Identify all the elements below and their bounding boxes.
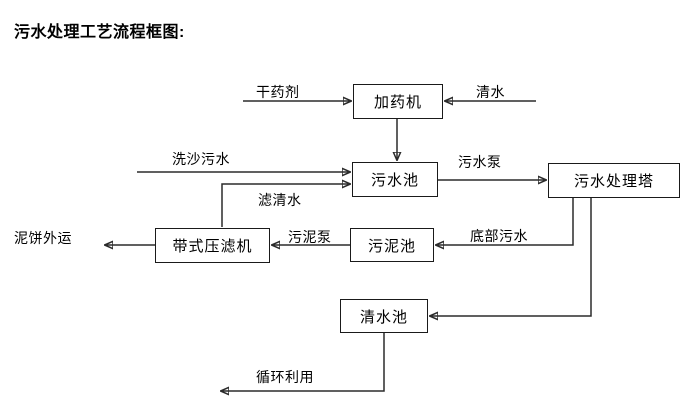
page-title: 污水处理工艺流程框图: [14,24,185,41]
wire-bottom-sewage [436,198,574,245]
edge-label-bottom-sewage: 底部污水 [470,228,528,244]
node-label: 带式压滤机 [172,238,253,255]
edge-label-dry-reagent: 干药剂 [256,84,300,100]
node-sludge-pool[interactable]: 污泥池 [350,228,434,262]
edge-label-filtrate-water: 滤清水 [258,192,302,208]
node-treatment-tower[interactable]: 污水处理塔 [548,163,680,198]
edge-label-sludge-pump: 污泥泵 [288,229,332,245]
edge-label-sewage-pump: 污水泵 [458,154,502,170]
edge-label-clean-water: 清水 [476,84,505,100]
node-belt-press[interactable]: 带式压滤机 [155,228,270,263]
node-label: 污水池 [370,172,419,189]
node-label: 加药机 [373,94,422,111]
edge-label-recycle-use: 循环利用 [256,369,314,385]
node-dosing-machine[interactable]: 加药机 [353,84,443,119]
wire-recycle [221,333,385,391]
wire-tower-to-clean [430,198,592,316]
edge-label-sand-wash-sewage: 洗沙污水 [172,151,230,167]
node-clean-pool[interactable]: 清水池 [340,299,428,333]
edge-label-mud-cake-out: 泥饼外运 [14,230,72,246]
wire-filtrate [221,184,350,227]
node-label: 清水池 [359,308,408,326]
node-label: 污泥池 [367,237,416,255]
node-sewage-pool[interactable]: 污水池 [352,162,438,197]
node-label: 污水处理塔 [573,173,654,190]
